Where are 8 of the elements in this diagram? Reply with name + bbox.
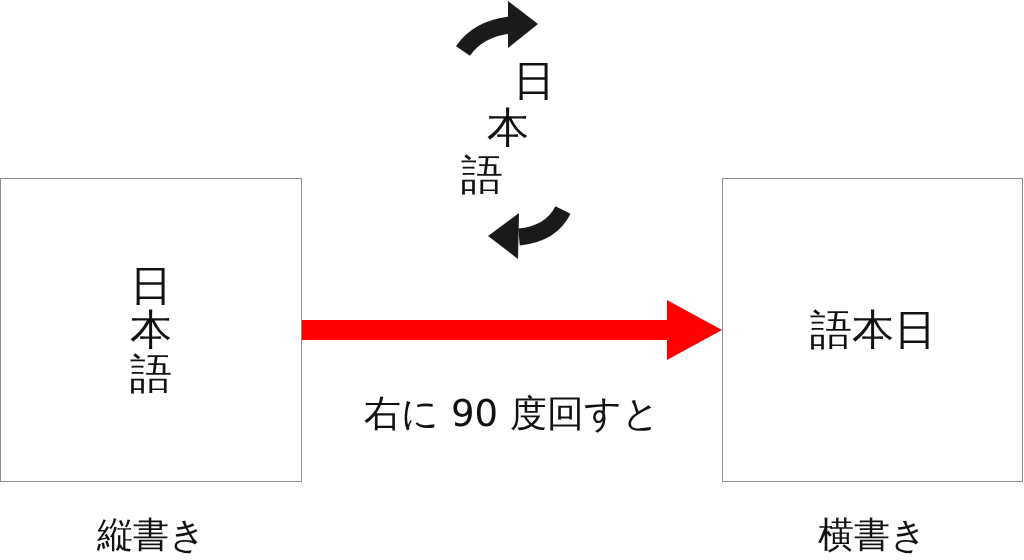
text-box bbox=[0, 178, 302, 482]
box-label: 縦書き bbox=[96, 517, 206, 553]
horizontal-text: 語本日 bbox=[809, 308, 936, 352]
diagonal-text: 日本語 bbox=[461, 60, 555, 198]
text-box bbox=[722, 178, 1023, 482]
vertical-text: 日本語 bbox=[130, 264, 172, 396]
arrow bbox=[302, 300, 722, 360]
box-label: 横書き bbox=[818, 517, 927, 553]
